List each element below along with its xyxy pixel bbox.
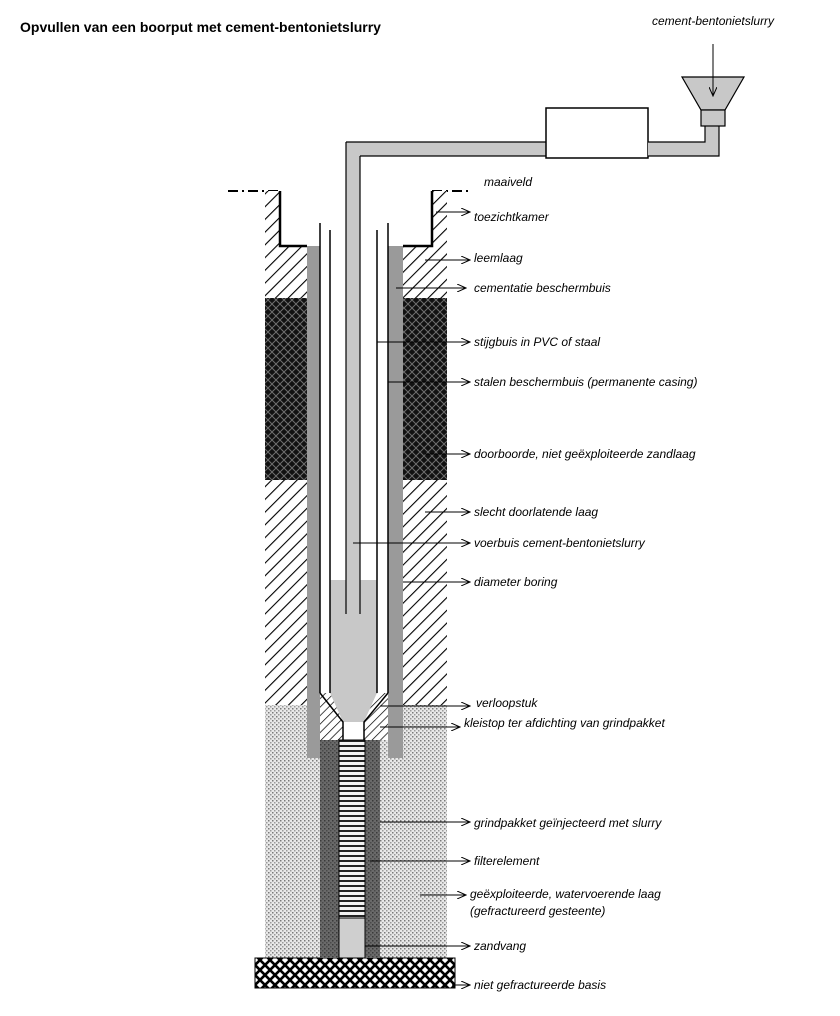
label-filterelement: filterelement — [474, 854, 540, 868]
label-leemlaag: leemlaag — [474, 251, 523, 265]
loam-layer-right-upper — [432, 191, 447, 246]
feed-pipe-horizontal-outline — [648, 125, 720, 157]
label-kleistop: kleistop ter afdichting van grindpakket — [464, 716, 665, 730]
label-stijgbuis: stijgbuis in PVC of staal — [474, 335, 600, 349]
clay-plug-left — [320, 693, 343, 740]
loam-layer-right — [403, 246, 447, 298]
label-maaiveld: maaiveld — [484, 175, 532, 189]
label-zandvang: zandvang — [473, 939, 526, 953]
label-grindpakket: grindpakket geïnjecteerd met slurry — [474, 816, 662, 830]
low-permeability-layer-left — [265, 480, 307, 705]
reducer-right — [363, 692, 389, 740]
sand-layer-left — [265, 298, 307, 480]
label-slurry-source: cement-bentonietslurry — [652, 14, 775, 28]
casing-cementation-left — [307, 246, 320, 706]
filter-element — [338, 739, 366, 953]
label-verloopstuk: verloopstuk — [476, 696, 538, 710]
label-zandlaag: doorboorde, niet geëxploiteerde zandlaag — [474, 447, 696, 461]
pump-box — [545, 107, 649, 159]
label-watervoerende-laag-sub: (gefractureerd gesteente) — [470, 904, 605, 918]
label-slecht-doorlatend: slecht doorlatende laag — [474, 505, 598, 519]
slurry-fill — [330, 580, 377, 722]
low-permeability-layer-right — [403, 480, 447, 705]
hopper-outlet — [700, 109, 726, 127]
label-stalen-beschermbuis: stalen beschermbuis (permanente casing) — [474, 375, 697, 389]
label-diameter-boring: diameter boring — [474, 575, 558, 589]
label-basis: niet gefractureerde basis — [474, 978, 606, 992]
sand-trap — [338, 917, 366, 959]
casing-cementation-left-lower — [307, 706, 320, 758]
non-fractured-base — [254, 957, 456, 989]
label-voerbuis: voerbuis cement-bentonietslurry — [474, 536, 646, 550]
sand-layer-right — [403, 298, 447, 480]
loam-layer-left — [265, 246, 307, 298]
label-watervoerende-laag: geëxploiteerde, watervoerende laag — [470, 887, 661, 901]
casing-cementation-right — [388, 246, 403, 706]
casing-cementation-right-lower — [388, 706, 403, 758]
loam-layer-left-upper — [265, 191, 280, 246]
label-toezichtkamer: toezichtkamer — [474, 210, 550, 224]
reducer-left — [319, 692, 344, 740]
label-cementatie: cementatie beschermbuis — [474, 281, 611, 295]
clay-plug-right — [364, 693, 388, 740]
inspection-chamber — [278, 191, 434, 248]
feed-pipe-horizontal — [648, 125, 719, 156]
diagram-title: Opvullen van een boorput met cement-bent… — [20, 19, 381, 35]
